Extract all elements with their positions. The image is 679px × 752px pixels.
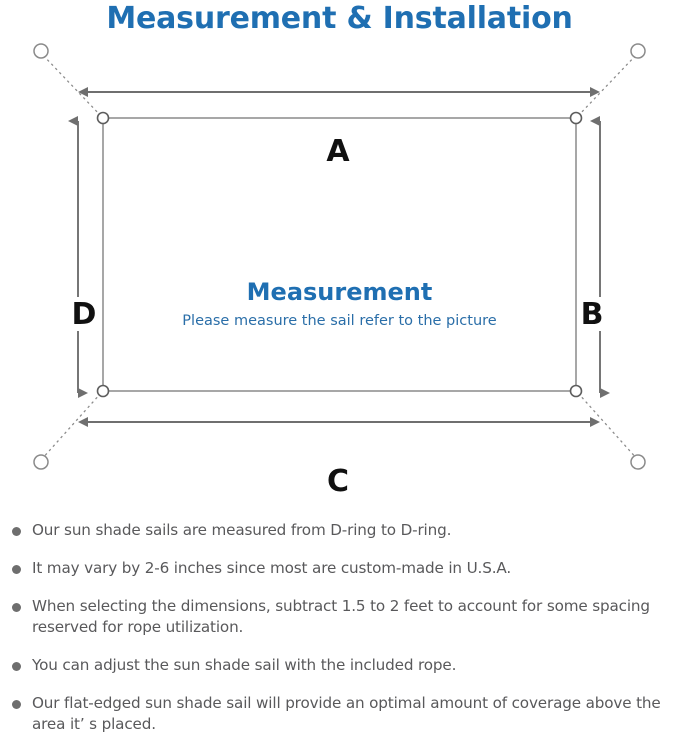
- list-item: Our flat-edged sun shade sail will provi…: [12, 693, 669, 735]
- d-ring-top-right: [569, 111, 583, 125]
- bullet-icon: [12, 602, 21, 612]
- dimension-label-c: C: [321, 464, 355, 498]
- anchor-point-circle-bottom-left: [33, 454, 49, 470]
- dimension-label-a: A: [321, 134, 355, 168]
- bullet-icon: [12, 527, 21, 536]
- d-ring-bottom-left: [96, 384, 110, 398]
- bullet-icon: [12, 661, 21, 671]
- d-ring-top-left: [96, 111, 110, 125]
- dimension-arrows: [68, 87, 610, 427]
- dimension-label-b: B: [578, 297, 606, 331]
- note-text: Our flat-edged sun shade sail will provi…: [32, 693, 661, 733]
- measurement-diagram: A C D B Measurement Please measure the s…: [0, 36, 679, 498]
- anchor-points: [33, 43, 646, 470]
- rope-top-right: [577, 52, 639, 117]
- anchor-point-circle-bottom-right: [630, 454, 646, 470]
- list-item: Our sun shade sails are measured from D-…: [12, 520, 669, 541]
- rope-bottom-left: [40, 392, 102, 461]
- d-rings: [96, 111, 583, 398]
- diagram-svg: [33, 43, 646, 470]
- anchor-point-circle-top-left: [33, 43, 49, 59]
- list-item: It may vary by 2-6 inches since most are…: [12, 558, 669, 579]
- anchor-point-circle-top-right: [630, 43, 646, 59]
- rope-bottom-right: [577, 392, 639, 461]
- note-text: It may vary by 2-6 inches since most are…: [32, 558, 512, 577]
- shade-sail-rectangle: [102, 117, 577, 392]
- notes-list: Our sun shade sails are measured from D-…: [0, 520, 679, 752]
- note-text: You can adjust the sun shade sail with t…: [32, 655, 457, 674]
- dimension-label-d: D: [70, 297, 98, 332]
- page-title: Measurement & Installation: [106, 1, 573, 36]
- bullet-icon: [12, 564, 21, 574]
- list-item: When selecting the dimensions, subtract …: [12, 596, 669, 638]
- rope-top-left: [40, 52, 102, 117]
- d-ring-bottom-right: [569, 384, 583, 398]
- note-text: Our sun shade sails are measured from D-…: [32, 521, 452, 539]
- list-item: You can adjust the sun shade sail with t…: [12, 655, 669, 676]
- note-text: When selecting the dimensions, subtract …: [32, 596, 650, 636]
- bullet-icon: [12, 699, 21, 709]
